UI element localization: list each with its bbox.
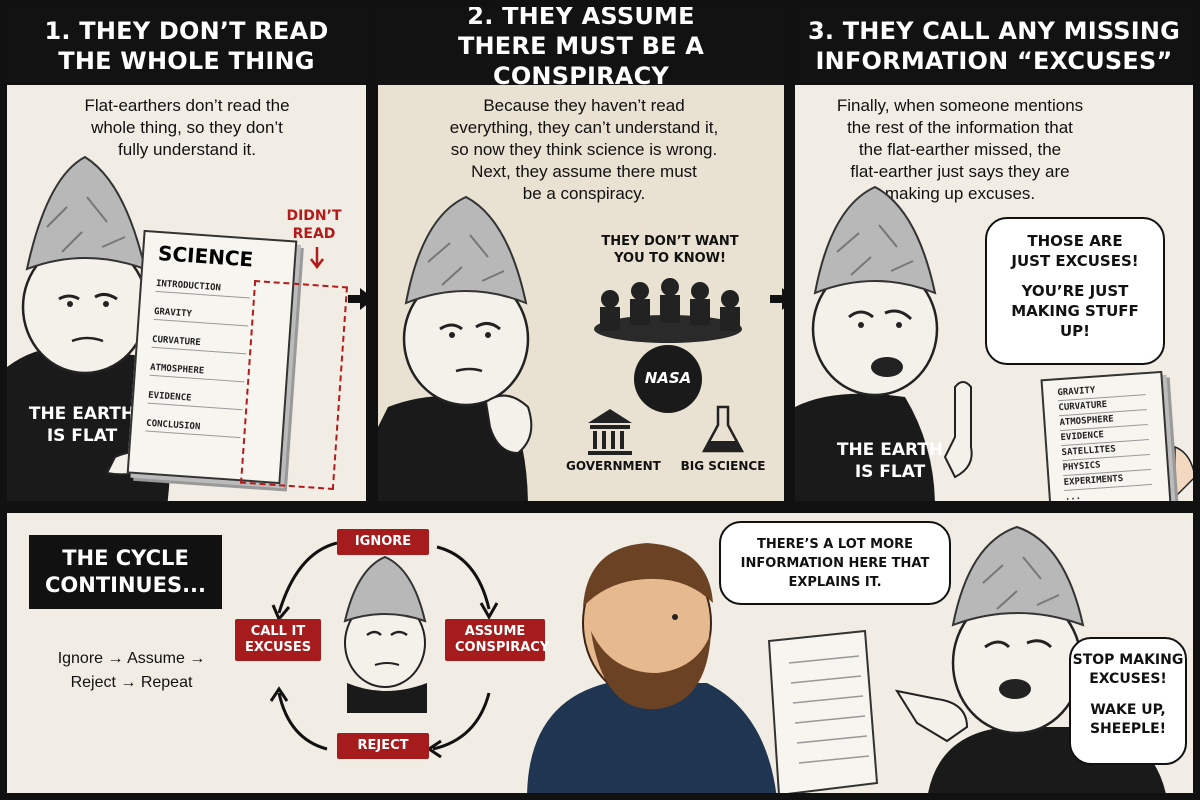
panel-1-caption: Flat-earthers don’t read the whole thing… xyxy=(84,96,290,159)
excuses-speech-bubble: THOSE ARE JUST EXCUSES! YOU’RE JUST MAKI… xyxy=(985,217,1165,365)
panel-3-shirt-text: THE EARTH IS FLAT xyxy=(836,440,944,482)
panel-1-header: 1. THEY DON’T READ THE WHOLE THING xyxy=(7,7,366,85)
panel-3: 3. THEY CALL ANY MISSING INFORMATION “EX… xyxy=(792,4,1196,504)
panel-3-title: 3. THEY CALL ANY MISSING INFORMATION “EX… xyxy=(807,17,1181,75)
panel-1: 1. THEY DON’T READ THE WHOLE THING Flat-… xyxy=(4,4,369,504)
didnt-read-label: DIDN’T READ xyxy=(286,208,342,242)
book-toc-item: CONCLUSION xyxy=(145,418,242,439)
cycle-step-reject: REJECT xyxy=(337,733,429,759)
nasa-logo: NASA xyxy=(644,369,692,387)
panel-2-header: 2. THEY ASSUME THERE MUST BE A CONSPIRAC… xyxy=(378,7,784,90)
book-toc-item: INTRODUCTION xyxy=(155,278,252,299)
cycle-step-ignore: IGNORE xyxy=(337,529,429,555)
unread-pages-highlight xyxy=(239,279,349,491)
panel-1-shirt-text: THE EARTH IS FLAT xyxy=(28,404,136,446)
cycle-step-call-excuses: CALL IT EXCUSES xyxy=(235,619,321,661)
cycle-title: THE CYCLE CONTINUES... xyxy=(29,535,223,609)
book-toc-item: GRAVITY xyxy=(153,306,250,327)
panel-3-caption: Finally, when someone mentions the rest … xyxy=(836,96,1084,203)
information-papers: GRAVITY CURVATURE ATMOSPHERE EVIDENCE SA… xyxy=(1040,370,1172,501)
panel-1-title: 1. THEY DON’T READ THE WHOLE THING xyxy=(44,17,329,75)
panel-cycle: THE CYCLE CONTINUES... Ignore → Assume →… xyxy=(4,510,1196,796)
book-toc-item: CURVATURE xyxy=(151,334,248,355)
flat-earther-figure-2 xyxy=(378,195,745,501)
panel-2: 2. THEY ASSUME THERE MUST BE A CONSPIRAC… xyxy=(375,4,787,504)
flat-earther-figure-3 xyxy=(795,185,1193,501)
flat-earther-speech-bubble: STOP MAKING EXCUSES! WAKE UP, SHEEPLE! xyxy=(1069,637,1187,765)
cycle-diagram xyxy=(269,525,1166,793)
man-speech-bubble: THERE’S A LOT MORE INFORMATION HERE THAT… xyxy=(719,521,951,605)
bubble-line: THOSE ARE JUST EXCUSES! xyxy=(1011,232,1139,270)
panel-3-header: 3. THEY CALL ANY MISSING INFORMATION “EX… xyxy=(795,7,1193,85)
bubble-line: WAKE UP, SHEEPLE! xyxy=(1089,702,1167,737)
conspiracy-slogan: THEY DON’T WANT YOU TO KNOW! xyxy=(601,234,739,266)
man-bubble-text: THERE’S A LOT MORE INFORMATION HERE THAT… xyxy=(740,537,930,590)
right-arrow-icon xyxy=(348,288,374,310)
book-toc-item: ATMOSPHERE xyxy=(149,362,246,383)
big-science-label: BIG SCIENCE xyxy=(680,459,766,473)
panel-2-caption: Because they haven’t read everything, th… xyxy=(449,96,719,203)
book-toc-item: EVIDENCE xyxy=(147,390,244,411)
government-label: GOVERNMENT xyxy=(566,459,661,473)
bubble-line: YOU’RE JUST MAKING STUFF UP! xyxy=(1011,282,1139,340)
science-book-title: SCIENCE xyxy=(157,241,254,272)
cycle-steps-text: Ignore → Assume → Reject → Repeat xyxy=(57,650,206,691)
cycle-step-assume-conspiracy: ASSUME CONSPIRACY xyxy=(445,619,549,661)
down-arrow-icon xyxy=(310,247,324,270)
panel-2-title: 2. THEY ASSUME THERE MUST BE A CONSPIRAC… xyxy=(457,4,705,90)
bubble-line: STOP MAKING EXCUSES! xyxy=(1072,652,1184,687)
